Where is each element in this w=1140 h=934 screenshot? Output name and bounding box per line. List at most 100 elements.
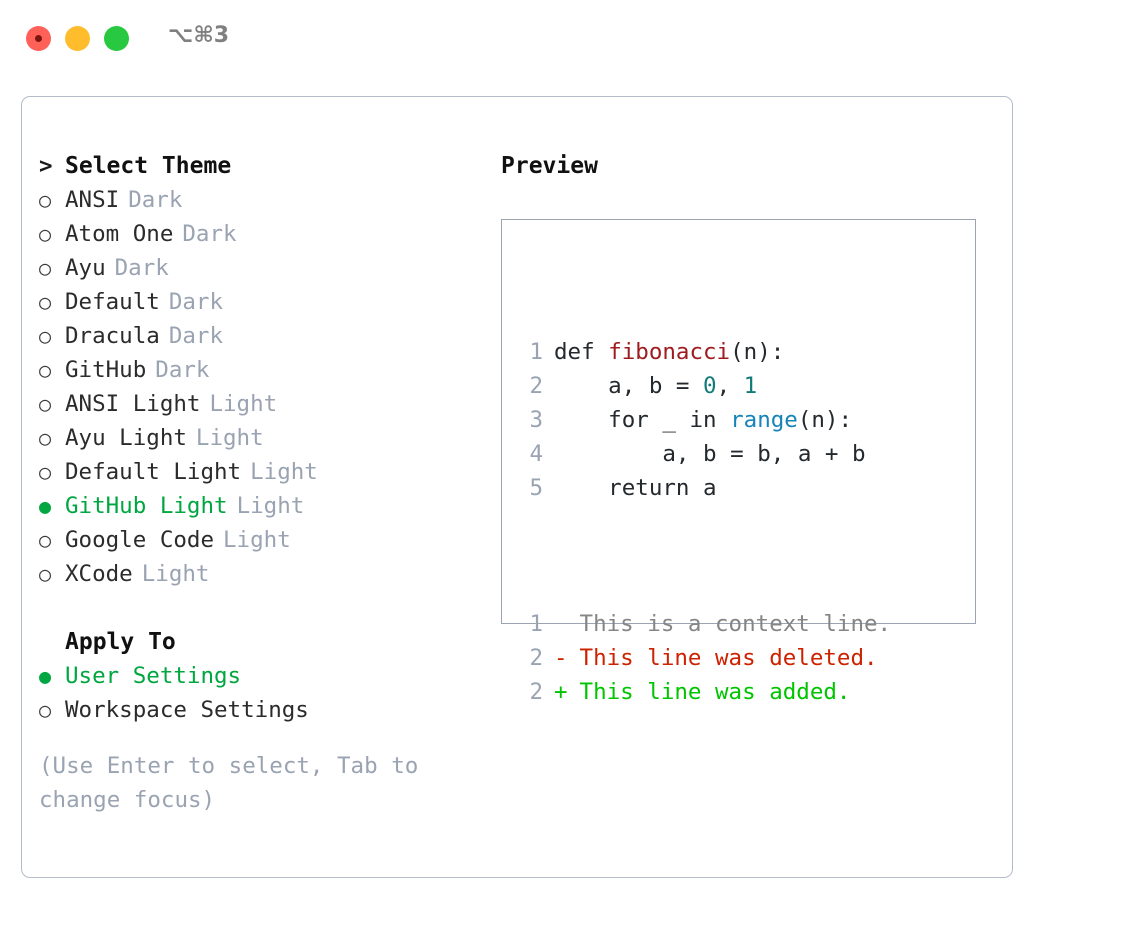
- theme-name-label: XCode: [65, 561, 133, 587]
- radio-unselected-icon: ○: [39, 358, 52, 382]
- minimize-button[interactable]: [65, 26, 90, 51]
- diff-sign: +: [554, 679, 568, 705]
- theme-name-label: Dracula: [65, 323, 160, 349]
- diff-line: 2- This line was deleted.: [519, 641, 891, 675]
- apply-to-item[interactable]: ● User Settings: [39, 659, 479, 693]
- theme-list-item[interactable]: ○ ANSI Dark: [39, 183, 479, 217]
- theme-category-badge: Dark: [168, 289, 224, 315]
- radio-selected-icon: ●: [39, 664, 52, 688]
- radio-unselected-icon: ○: [39, 188, 52, 212]
- diff-text: This line was added.: [566, 679, 851, 705]
- preview-title: Preview: [501, 153, 598, 179]
- code-line: 5 return a: [519, 471, 891, 505]
- theme-list-item[interactable]: ○ Default Dark: [39, 285, 479, 319]
- section-title-select-theme: Select Theme: [65, 153, 232, 179]
- radio-unselected-icon: ○: [39, 324, 52, 348]
- keyboard-hint-line-1: (Use Enter to select, Tab to: [39, 753, 419, 779]
- radio-unselected-icon: ○: [39, 528, 52, 552]
- theme-list-item[interactable]: ○ Ayu Light Light: [39, 421, 479, 455]
- theme-name-label: Google Code: [65, 527, 215, 553]
- code-token: (n):: [730, 339, 785, 365]
- theme-name-label: ANSI Light: [65, 391, 201, 417]
- apply-to-list: ● User Settings ○ Workspace Settings: [39, 659, 479, 727]
- theme-category-badge: Dark: [114, 255, 169, 281]
- code-token: for _ in: [554, 407, 731, 433]
- diff-line-number: 2: [529, 679, 543, 705]
- diff-line-number: 1: [529, 611, 543, 637]
- theme-name-label: Default: [65, 289, 160, 315]
- theme-name-label: ANSI: [65, 187, 120, 213]
- theme-list-item[interactable]: ○ Google Code Light: [39, 523, 479, 557]
- radio-unselected-icon: ○: [39, 290, 52, 314]
- theme-name-label: Atom One: [65, 221, 174, 247]
- line-number: 2: [529, 373, 543, 399]
- close-button[interactable]: [26, 26, 51, 51]
- diff-line: 2 + This line was added.: [519, 675, 891, 709]
- code-token: (n):: [797, 407, 853, 433]
- diff-line-number: 2: [529, 645, 543, 671]
- theme-name-label: Ayu: [65, 255, 106, 281]
- keyboard-shortcut-label: ⌥⌘3: [168, 23, 230, 48]
- line-number: 4: [529, 441, 543, 467]
- code-token: fibonacci: [608, 339, 731, 365]
- radio-unselected-icon: ○: [39, 222, 52, 246]
- zoom-button[interactable]: [104, 26, 129, 51]
- line-number: 1: [529, 339, 543, 365]
- apply-to-item[interactable]: ○ Workspace Settings: [39, 693, 479, 727]
- section-spacer: [39, 591, 479, 625]
- radio-unselected-icon: ○: [39, 698, 52, 722]
- code-token: 0: [703, 373, 717, 399]
- apply-to-label: User Settings: [65, 663, 242, 689]
- apply-to-header: Apply To: [39, 625, 479, 659]
- theme-list-item[interactable]: ○ Atom One Dark: [39, 217, 479, 251]
- radio-unselected-icon: ○: [39, 426, 52, 450]
- radio-selected-icon: ●: [39, 494, 52, 518]
- code-token: a, b = b, a + b: [554, 441, 866, 467]
- radio-unselected-icon: ○: [39, 460, 52, 484]
- code-line: 1 def fibonacci(n):: [519, 335, 891, 369]
- theme-category-badge: Dark: [128, 187, 183, 213]
- theme-list-item[interactable]: ● GitHub Light Light: [39, 489, 479, 523]
- code-token: ,: [716, 373, 744, 399]
- code-token: def: [554, 339, 609, 365]
- title-bar: ⌥⌘3: [0, 0, 1140, 78]
- theme-category-badge: Dark: [182, 221, 237, 247]
- apply-to-label: Workspace Settings: [65, 697, 309, 723]
- theme-category-badge: Dark: [155, 357, 210, 383]
- section-title-apply-to: Apply To: [65, 629, 176, 655]
- keyboard-hint-line-2: change focus): [39, 787, 216, 813]
- theme-list-item[interactable]: ○ Default Light Light: [39, 455, 479, 489]
- diff-sign: -: [554, 645, 568, 671]
- theme-category-badge: Light: [236, 493, 305, 519]
- theme-name-label: Default Light: [65, 459, 242, 485]
- diff-sign: [554, 607, 566, 641]
- radio-unselected-icon: ○: [39, 392, 52, 416]
- theme-category-badge: Light: [250, 459, 318, 485]
- theme-name-label: Ayu Light: [65, 425, 187, 451]
- code-line: 2 a, b = 0, 1: [519, 369, 891, 403]
- theme-picker-header: > Select Theme: [39, 149, 479, 183]
- cursor-prompt-icon: >: [39, 153, 53, 179]
- code-token: 1: [743, 373, 758, 399]
- code-token: range: [730, 407, 798, 433]
- theme-list-item[interactable]: ○ GitHub Dark: [39, 353, 479, 387]
- theme-category-badge: Dark: [168, 323, 224, 349]
- code-token: a, b =: [554, 373, 704, 399]
- theme-name-label: GitHub Light: [65, 493, 228, 519]
- theme-category-badge: Light: [195, 425, 264, 451]
- spacer-icon: [39, 625, 65, 659]
- theme-category-badge: Light: [223, 527, 291, 553]
- theme-list-item[interactable]: ○ Dracula Dark: [39, 319, 479, 353]
- traffic-light-group: [26, 26, 129, 51]
- line-number: 3: [529, 407, 543, 433]
- theme-name-label: GitHub: [65, 357, 147, 383]
